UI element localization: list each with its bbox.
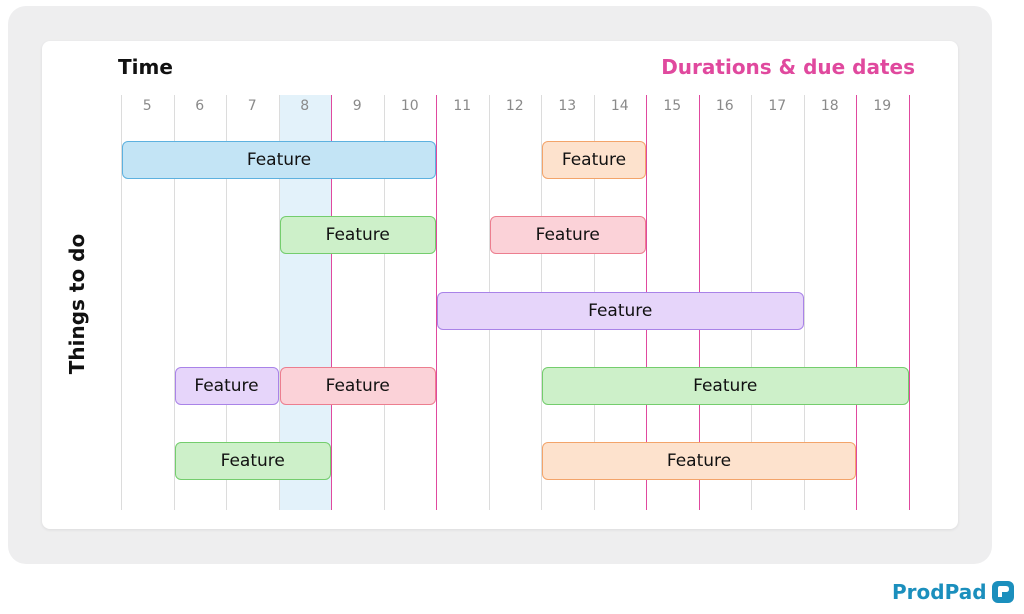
time-axis-title: Time: [118, 55, 173, 79]
feature-bar[interactable]: Feature: [437, 291, 804, 330]
time-tick-label: 16: [715, 98, 734, 114]
time-tick-label: 5: [142, 98, 152, 114]
feature-bar[interactable]: Feature: [174, 442, 331, 481]
prodpad-logo-icon: [991, 581, 1014, 603]
time-tick-label: 15: [663, 98, 682, 114]
time-tick-label: 7: [247, 98, 257, 114]
due-date-line: [856, 95, 857, 510]
feature-bar-label: Feature: [588, 300, 653, 321]
brand-logo: ProdPad: [892, 580, 1015, 604]
gridline: [384, 95, 385, 510]
time-tick-label: 12: [505, 98, 524, 114]
time-tick-label: 17: [768, 98, 787, 114]
feature-bar[interactable]: Feature: [279, 366, 436, 405]
gridline: [174, 95, 175, 510]
feature-bar[interactable]: Feature: [122, 141, 436, 179]
feature-bar-label: Feature: [666, 451, 732, 472]
brand-name: ProdPad: [892, 580, 987, 604]
time-tick-label: 11: [453, 98, 472, 114]
gridline: [804, 95, 805, 510]
feature-bar-label: Feature: [535, 225, 600, 246]
gridline: [121, 95, 122, 510]
due-date-line: [909, 95, 910, 510]
feature-bar-label: Feature: [194, 375, 259, 396]
feature-bar[interactable]: Feature: [279, 216, 436, 255]
durations-title: Durations & due dates: [661, 55, 915, 79]
due-date-line: [436, 95, 437, 510]
time-tick-label: 19: [873, 98, 892, 114]
feature-bar-label: Feature: [220, 451, 285, 472]
feature-bar[interactable]: Feature: [489, 216, 646, 255]
feature-bar[interactable]: Feature: [542, 141, 646, 179]
feature-bar-label: Feature: [561, 150, 627, 170]
feature-bar-label: Feature: [693, 375, 758, 396]
time-tick-label: 13: [558, 98, 577, 114]
gridline: [279, 95, 280, 510]
feature-bar[interactable]: Feature: [542, 442, 856, 481]
feature-bar[interactable]: Feature: [542, 366, 909, 405]
time-tick-label: 6: [195, 98, 205, 114]
gridline: [226, 95, 227, 510]
time-tick-label: 9: [352, 98, 362, 114]
feature-bar-label: Feature: [325, 225, 390, 246]
feature-bar[interactable]: Feature: [174, 366, 279, 405]
y-axis-title: Things to do: [65, 233, 89, 375]
time-tick-label: 14: [610, 98, 629, 114]
time-tick-label: 10: [400, 98, 419, 114]
time-tick-label: 18: [820, 98, 839, 114]
time-tick-label: 8: [300, 98, 310, 114]
feature-bar-label: Feature: [325, 375, 390, 396]
due-date-line: [331, 95, 332, 510]
feature-bar-label: Feature: [246, 150, 312, 170]
